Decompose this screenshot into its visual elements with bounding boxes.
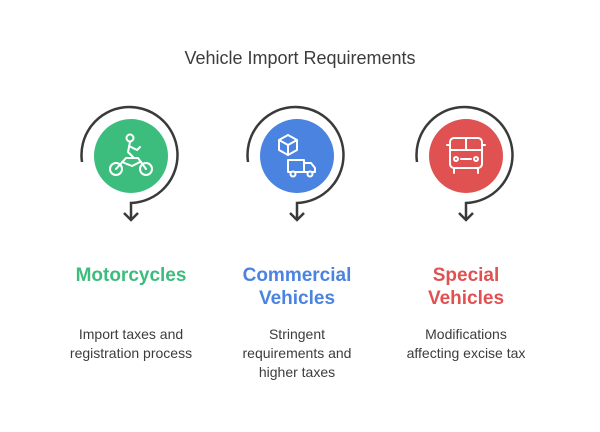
delivery-truck-icon — [278, 134, 316, 178]
item-graphic — [202, 100, 392, 230]
motorcycle-icon — [109, 133, 153, 176]
bus-icon — [446, 137, 486, 174]
item-heading: Motorcycles — [75, 265, 187, 286]
item-special-vehicles: Special Vehicles Modifications affecting… — [371, 100, 561, 361]
item-description: Import taxes and registration process — [69, 326, 193, 361]
item-heading: Commercial Vehicles — [242, 265, 352, 309]
arc-arrow — [415, 105, 514, 220]
item-description: Modifications affecting excise tax — [406, 326, 526, 361]
diagram-title: Vehicle Import Requirements — [184, 48, 416, 68]
item-circle — [260, 119, 334, 193]
item-commercial-vehicles: Commercial Vehicles Stringent requiremen… — [202, 100, 392, 380]
item-graphic — [36, 100, 226, 230]
arc-arrow — [80, 105, 179, 220]
arc-arrow — [246, 105, 345, 220]
item-motorcycles: Motorcycles Import taxes and registratio… — [36, 100, 226, 361]
item-graphic — [371, 100, 561, 230]
item-description: Stringent requirements and higher taxes — [242, 326, 352, 380]
item-heading: Special Vehicles — [427, 265, 505, 309]
item-circle — [429, 119, 503, 193]
